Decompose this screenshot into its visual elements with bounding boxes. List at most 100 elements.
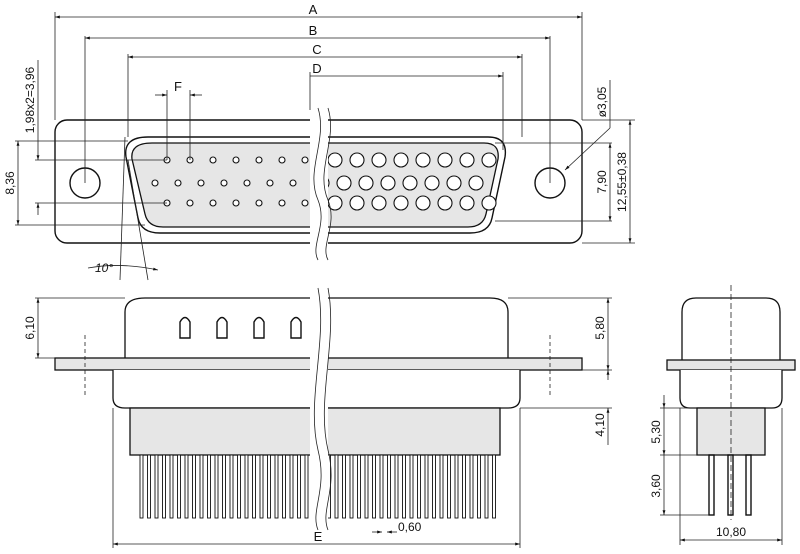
solder-pin (357, 454, 361, 519)
solder-pin (244, 454, 249, 519)
top-view: A B C D F 8,36 1,98x2=3,96 10° ø3,05 7,9… (3, 2, 635, 281)
solder-pin (192, 454, 196, 519)
solder-pin (214, 454, 219, 519)
pin-contact (209, 156, 217, 164)
solder-pin (252, 454, 256, 519)
solder-pin (169, 454, 174, 519)
pin-contact (232, 156, 240, 164)
break-line (313, 107, 322, 261)
pin-contact (278, 199, 286, 207)
solder-pin (199, 454, 204, 519)
solder-pin (267, 454, 271, 519)
solder-pin (259, 454, 264, 519)
solder-pin (297, 454, 301, 519)
pin-contact (220, 179, 228, 187)
side-view: 6,10 5,80 4,10 E 0,60 (23, 287, 612, 548)
socket-contact (415, 195, 431, 211)
socket-contact (349, 152, 365, 168)
solder-pin (372, 454, 376, 519)
pin-contact (174, 179, 182, 187)
solder-pin (147, 454, 151, 519)
socket-contact (336, 175, 352, 191)
solder-pin (477, 454, 481, 519)
dim-5-30-label: 5,30 (649, 420, 663, 444)
solder-pin (439, 454, 444, 519)
socket-contact (481, 195, 497, 211)
solder-pin (334, 454, 339, 519)
solder-pin (349, 454, 354, 519)
solder-pin (424, 454, 429, 519)
solder-pin (462, 454, 466, 519)
break-line (323, 107, 332, 261)
solder-pin (282, 454, 286, 519)
pin-contact (209, 199, 217, 207)
pin-contact (255, 156, 263, 164)
solder-pin (492, 454, 496, 519)
dim-b-label: B (309, 23, 318, 38)
socket-contact (437, 152, 453, 168)
socket-contact (468, 175, 484, 191)
socket-contact (393, 195, 409, 211)
socket-contact (424, 175, 440, 191)
solder-pin (447, 454, 451, 519)
dim-f-label: F (174, 79, 182, 94)
pin-contact (266, 179, 274, 187)
solder-pin (154, 454, 159, 519)
pin-contact (243, 179, 251, 187)
dim-12-55-label: 12,55±0,38 (615, 152, 629, 212)
socket-contact (349, 195, 365, 211)
solder-pin (409, 454, 414, 519)
socket-contact (481, 152, 497, 168)
solder-pin (342, 454, 346, 519)
socket-contact (459, 195, 475, 211)
solder-pin (207, 454, 211, 519)
dim-d-label: D (312, 61, 321, 76)
dim-e-label: E (314, 529, 323, 544)
dim-3-60-label: 3,60 (649, 474, 663, 498)
solder-pin (394, 454, 399, 519)
solder-pin (387, 454, 391, 519)
solder-pin (417, 454, 421, 519)
dim-5-80-label: 5,80 (593, 316, 607, 340)
dim-pitch-label: 1,98x2=3,96 (23, 66, 37, 133)
break-gap (310, 110, 328, 255)
dim-4-10-label: 4,10 (593, 413, 607, 437)
dim-a-label: A (309, 2, 318, 17)
solder-pin (379, 454, 384, 519)
socket-contact (327, 152, 343, 168)
solder-pin (454, 454, 459, 519)
socket-contact (371, 152, 387, 168)
solder-pin (274, 454, 279, 519)
dim-10-80-label: 10,80 (716, 525, 746, 539)
hole-diameter-label: ø3,05 (595, 86, 609, 117)
socket-contact (371, 195, 387, 211)
solder-pin (162, 454, 166, 519)
pin-contact (186, 199, 194, 207)
solder-pin (139, 454, 144, 519)
dim-0-60-label: 0,60 (398, 520, 422, 534)
socket-contact (437, 195, 453, 211)
end-pins (708, 454, 752, 516)
solder-pin (432, 454, 436, 519)
socket-contact (415, 152, 431, 168)
dim-c-label: C (312, 42, 321, 57)
pin-contact (197, 179, 205, 187)
socket-contact (380, 175, 396, 191)
slots (179, 316, 302, 339)
socket-contact (393, 152, 409, 168)
solder-pin (184, 454, 189, 519)
solder-pin (469, 454, 474, 519)
dim-7-90-label: 7,90 (595, 170, 609, 194)
pin-contact (151, 179, 159, 187)
solder-pin (229, 454, 234, 519)
pin-contact (289, 179, 297, 187)
socket-contact (358, 175, 374, 191)
pin-contact (278, 156, 286, 164)
solder-pin (402, 454, 406, 519)
pin-contact (232, 199, 240, 207)
dim-8-36-label: 8,36 (3, 171, 17, 195)
solder-pin (289, 454, 294, 519)
pin-contact (255, 199, 263, 207)
solder-pin (222, 454, 226, 519)
